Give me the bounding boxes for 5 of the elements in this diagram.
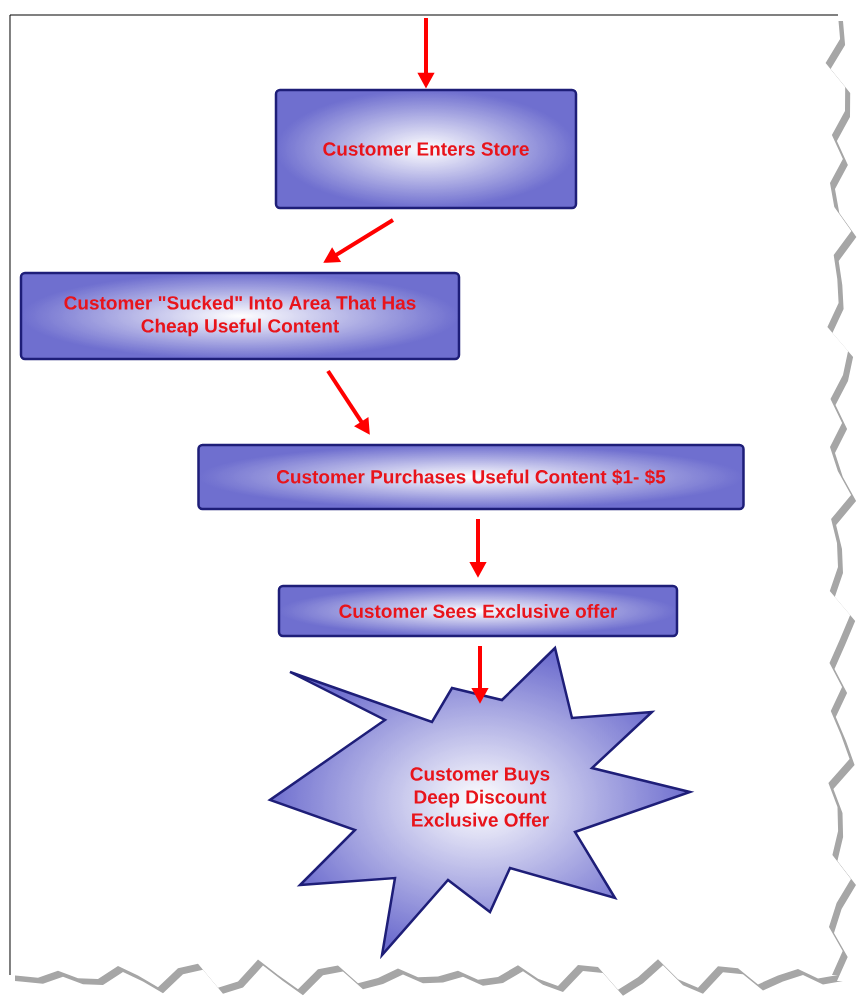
process-box: Customer Enters Store — [274, 88, 578, 210]
process-box: Customer "Sucked" Into Area That Has Cheap Useful Content — [19, 271, 461, 361]
starburst: Customer Buys Deep Discount Exclusive Offer — [267, 645, 695, 960]
process-box: Customer Sees Exclusive offer — [277, 584, 679, 638]
process-box: Customer Purchases Useful Content $1- $5 — [197, 443, 745, 511]
